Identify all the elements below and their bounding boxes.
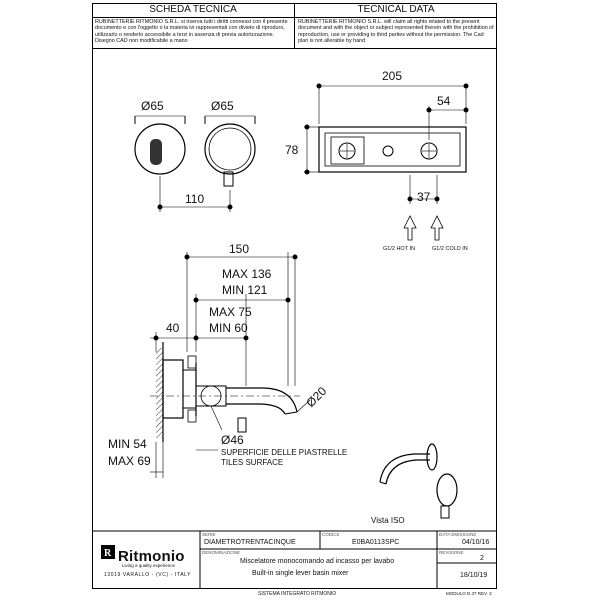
ritmonio-logo-icon: R <box>101 545 115 559</box>
cold-arrow <box>430 215 444 241</box>
dim-min54: MIN 54 <box>108 437 147 451</box>
header-bar: SCHEDA TECNICA TECNICAL DATA <box>92 3 497 49</box>
rev-date: 18/10/19 <box>460 572 488 579</box>
dim-d65-left: Ø65 <box>141 99 164 113</box>
notice-en: RUBINETTERIE RITMONIO S.R.L. will claim … <box>298 19 494 44</box>
lever-icon <box>150 139 162 165</box>
dim-min121: MIN 121 <box>222 283 268 297</box>
dim-37: 37 <box>417 190 431 204</box>
label-vista-iso: Vista ISO <box>371 516 405 525</box>
denom-en: Built-in single lever basin mixer <box>252 570 349 577</box>
front-view-right-circle <box>204 123 256 175</box>
title-en: TECNICAL DATA <box>357 4 435 15</box>
label-cold-in: G1/2 COLD IN <box>432 246 468 252</box>
label-tiles-it: SUPERFICIE DELLE PIASTRELLE <box>221 448 348 457</box>
serie-value: DIAMETROTRENTACINQUE <box>204 539 296 546</box>
hot-arrow <box>403 215 417 241</box>
brand-name: Ritmonio <box>118 548 185 565</box>
dim-max69: MAX 69 <box>108 454 151 468</box>
dim-d65-right: Ø65 <box>211 99 234 113</box>
serie-label: SERIE <box>202 532 216 537</box>
dim-205: 205 <box>382 69 403 83</box>
data-label: DATA EMISSIONE <box>439 532 477 537</box>
dim-54: 54 <box>437 94 451 108</box>
rev-label: REVISIONE <box>439 550 464 555</box>
dim-78: 78 <box>285 143 299 157</box>
data-value: 04/10/16 <box>462 539 490 546</box>
dim-d46: Ø46 <box>221 433 244 447</box>
brand-tagline: Living a quality experience <box>122 563 176 568</box>
dim-max75: MAX 75 <box>209 305 252 319</box>
denom-it: Miscelatore monocomando ad incasso per l… <box>240 558 395 565</box>
svg-text:R: R <box>104 548 112 559</box>
denom-label: DENOMINAZIONE <box>202 550 241 555</box>
front-view-left-circle <box>134 123 186 175</box>
footer-model: MODULO D.37 REV. 3 <box>446 591 492 596</box>
dim-max136: MAX 136 <box>222 267 272 281</box>
label-tiles-en: TILES SURFACE <box>221 458 284 467</box>
dim-min60: MIN 60 <box>209 321 248 335</box>
brand-address: 13019 VARALLO - (VC) - ITALY <box>104 572 192 578</box>
codice-label: CODICE <box>322 532 340 537</box>
footer-system: SISTEMA INTEGRATO RITMONIO <box>258 591 337 597</box>
box-body <box>318 126 467 173</box>
notice-it: RUBINETTERIE RITMONIO S.R.L. si riserva … <box>95 19 288 44</box>
dim-40: 40 <box>166 321 180 335</box>
header-divider <box>294 3 295 49</box>
dim-150: 150 <box>229 242 250 256</box>
title-it: SCHEDA TECNICA <box>149 4 237 15</box>
dim-110: 110 <box>185 192 205 206</box>
rev-value: 2 <box>480 555 484 562</box>
notice-separator <box>92 48 497 49</box>
label-hot-in: G1/2 HOT IN <box>383 246 415 252</box>
codice-value: E0BA0113SPC <box>352 539 400 546</box>
